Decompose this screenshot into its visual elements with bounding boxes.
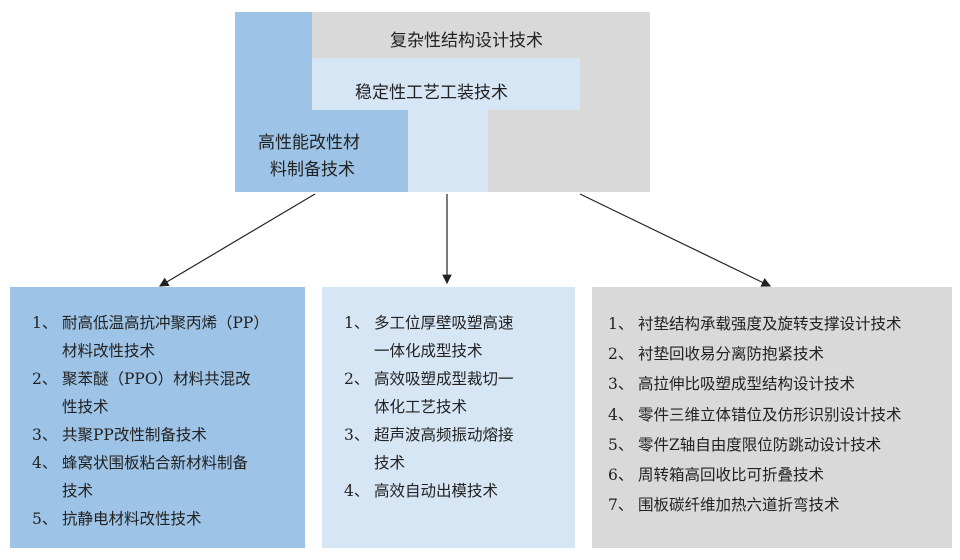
item-text: 衬垫结构承载强度及旋转支撑设计技术 xyxy=(638,315,902,333)
material-region-bottom xyxy=(235,110,408,192)
structure-label: 复杂性结构设计技术 xyxy=(390,31,543,51)
list-item: 4、高效自动出模技术 xyxy=(344,477,575,505)
item-text: 零件Z轴自由度限位防跳动设计技术 xyxy=(638,435,882,454)
list-item: 3、超声波高频振动熔接技术 xyxy=(344,421,575,477)
list-item: 3、高拉伸比吸塑成型结构设计技术 xyxy=(608,369,952,399)
item-text: 零件三维立体错位及仿形识别设计技术 xyxy=(638,405,902,424)
item-number: 3、 xyxy=(608,375,634,394)
item-text: 多工位厚壁吸塑高速 xyxy=(374,314,514,332)
arrow-to-structure xyxy=(579,193,772,287)
material-label-2: 料制备技术 xyxy=(270,160,355,180)
item-number: 4、 xyxy=(344,482,370,500)
item-number: 5、 xyxy=(608,435,634,454)
item-number: 1、 xyxy=(344,314,370,332)
item-text: 性技术 xyxy=(62,398,109,416)
process-column xyxy=(408,110,488,192)
item-number: 3、 xyxy=(32,426,58,444)
item-number: 1、 xyxy=(608,315,634,333)
list-item: 1、衬垫结构承载强度及旋转支撑设计技术 xyxy=(608,309,952,339)
item-text: 抗静电材料改性技术 xyxy=(62,510,202,528)
item-number: 1、 xyxy=(32,314,58,332)
list-item: 4、零件三维立体错位及仿形识别设计技术 xyxy=(608,400,952,430)
item-number: 2、 xyxy=(608,345,634,364)
item-number: 4、 xyxy=(32,454,58,472)
process-label: 稳定性工艺工装技术 xyxy=(355,83,508,103)
material-label-1: 高性能改性材 xyxy=(258,133,360,153)
list-item: 1、多工位厚壁吸塑高速一体化成型技术 xyxy=(344,309,575,365)
item-text: 一体化成型技术 xyxy=(374,342,483,360)
item-text: 高拉伸比吸塑成型结构设计技术 xyxy=(638,375,856,394)
item-text: 高效吸塑成型裁切一 xyxy=(374,370,514,388)
list-item: 5、零件Z轴自由度限位防跳动设计技术 xyxy=(608,430,952,460)
list-item: 2、衬垫回收易分离防抱紧技术 xyxy=(608,339,952,369)
item-number: 7、 xyxy=(608,496,634,515)
item-text: 蜂窝状围板粘合新材料制备 xyxy=(62,454,249,472)
item-text: 技术 xyxy=(62,482,94,500)
item-text: 衬垫回收易分离防抱紧技术 xyxy=(638,345,825,364)
item-text: 聚苯醚（PPO）材料共混改 xyxy=(62,370,251,388)
item-number: 2、 xyxy=(344,370,370,388)
item-number: 6、 xyxy=(608,466,634,485)
item-text: 材料改性技术 xyxy=(62,342,156,360)
material-region-top xyxy=(235,12,312,110)
item-number: 5、 xyxy=(32,510,58,528)
list-item: 3、共聚PP改性制备技术 xyxy=(32,421,305,449)
item-text: 耐高低温高抗冲聚丙烯（PP） xyxy=(62,314,269,332)
item-text: 高效自动出模技术 xyxy=(374,482,499,500)
item-number: 2、 xyxy=(32,370,58,388)
process-band xyxy=(312,58,580,110)
list-item: 4、蜂窝状围板粘合新材料制备技术 xyxy=(32,449,305,505)
arrow-to-material xyxy=(158,193,316,287)
item-number: 4、 xyxy=(608,405,634,424)
list-item: 2、高效吸塑成型裁切一体化工艺技术 xyxy=(344,365,575,421)
list-item: 1、耐高低温高抗冲聚丙烯（PP） 材料改性技术 xyxy=(32,309,305,365)
item-text: 技术 xyxy=(374,454,406,472)
list-item: 6、周转箱高回收比可折叠技术 xyxy=(608,460,952,490)
list-item: 2、聚苯醚（PPO）材料共混改性技术 xyxy=(32,365,305,421)
item-number: 3、 xyxy=(344,426,370,444)
item-text: 围板碳纤维加热六道折弯技术 xyxy=(638,496,840,515)
item-text: 周转箱高回收比可折叠技术 xyxy=(638,466,825,485)
item-text: 共聚PP改性制备技术 xyxy=(62,426,207,444)
list-item: 7、围板碳纤维加热六道折弯技术 xyxy=(608,490,952,520)
item-text: 超声波高频振动熔接 xyxy=(374,426,514,444)
list-item: 5、抗静电材料改性技术 xyxy=(32,505,305,533)
item-text: 体化工艺技术 xyxy=(374,398,468,416)
